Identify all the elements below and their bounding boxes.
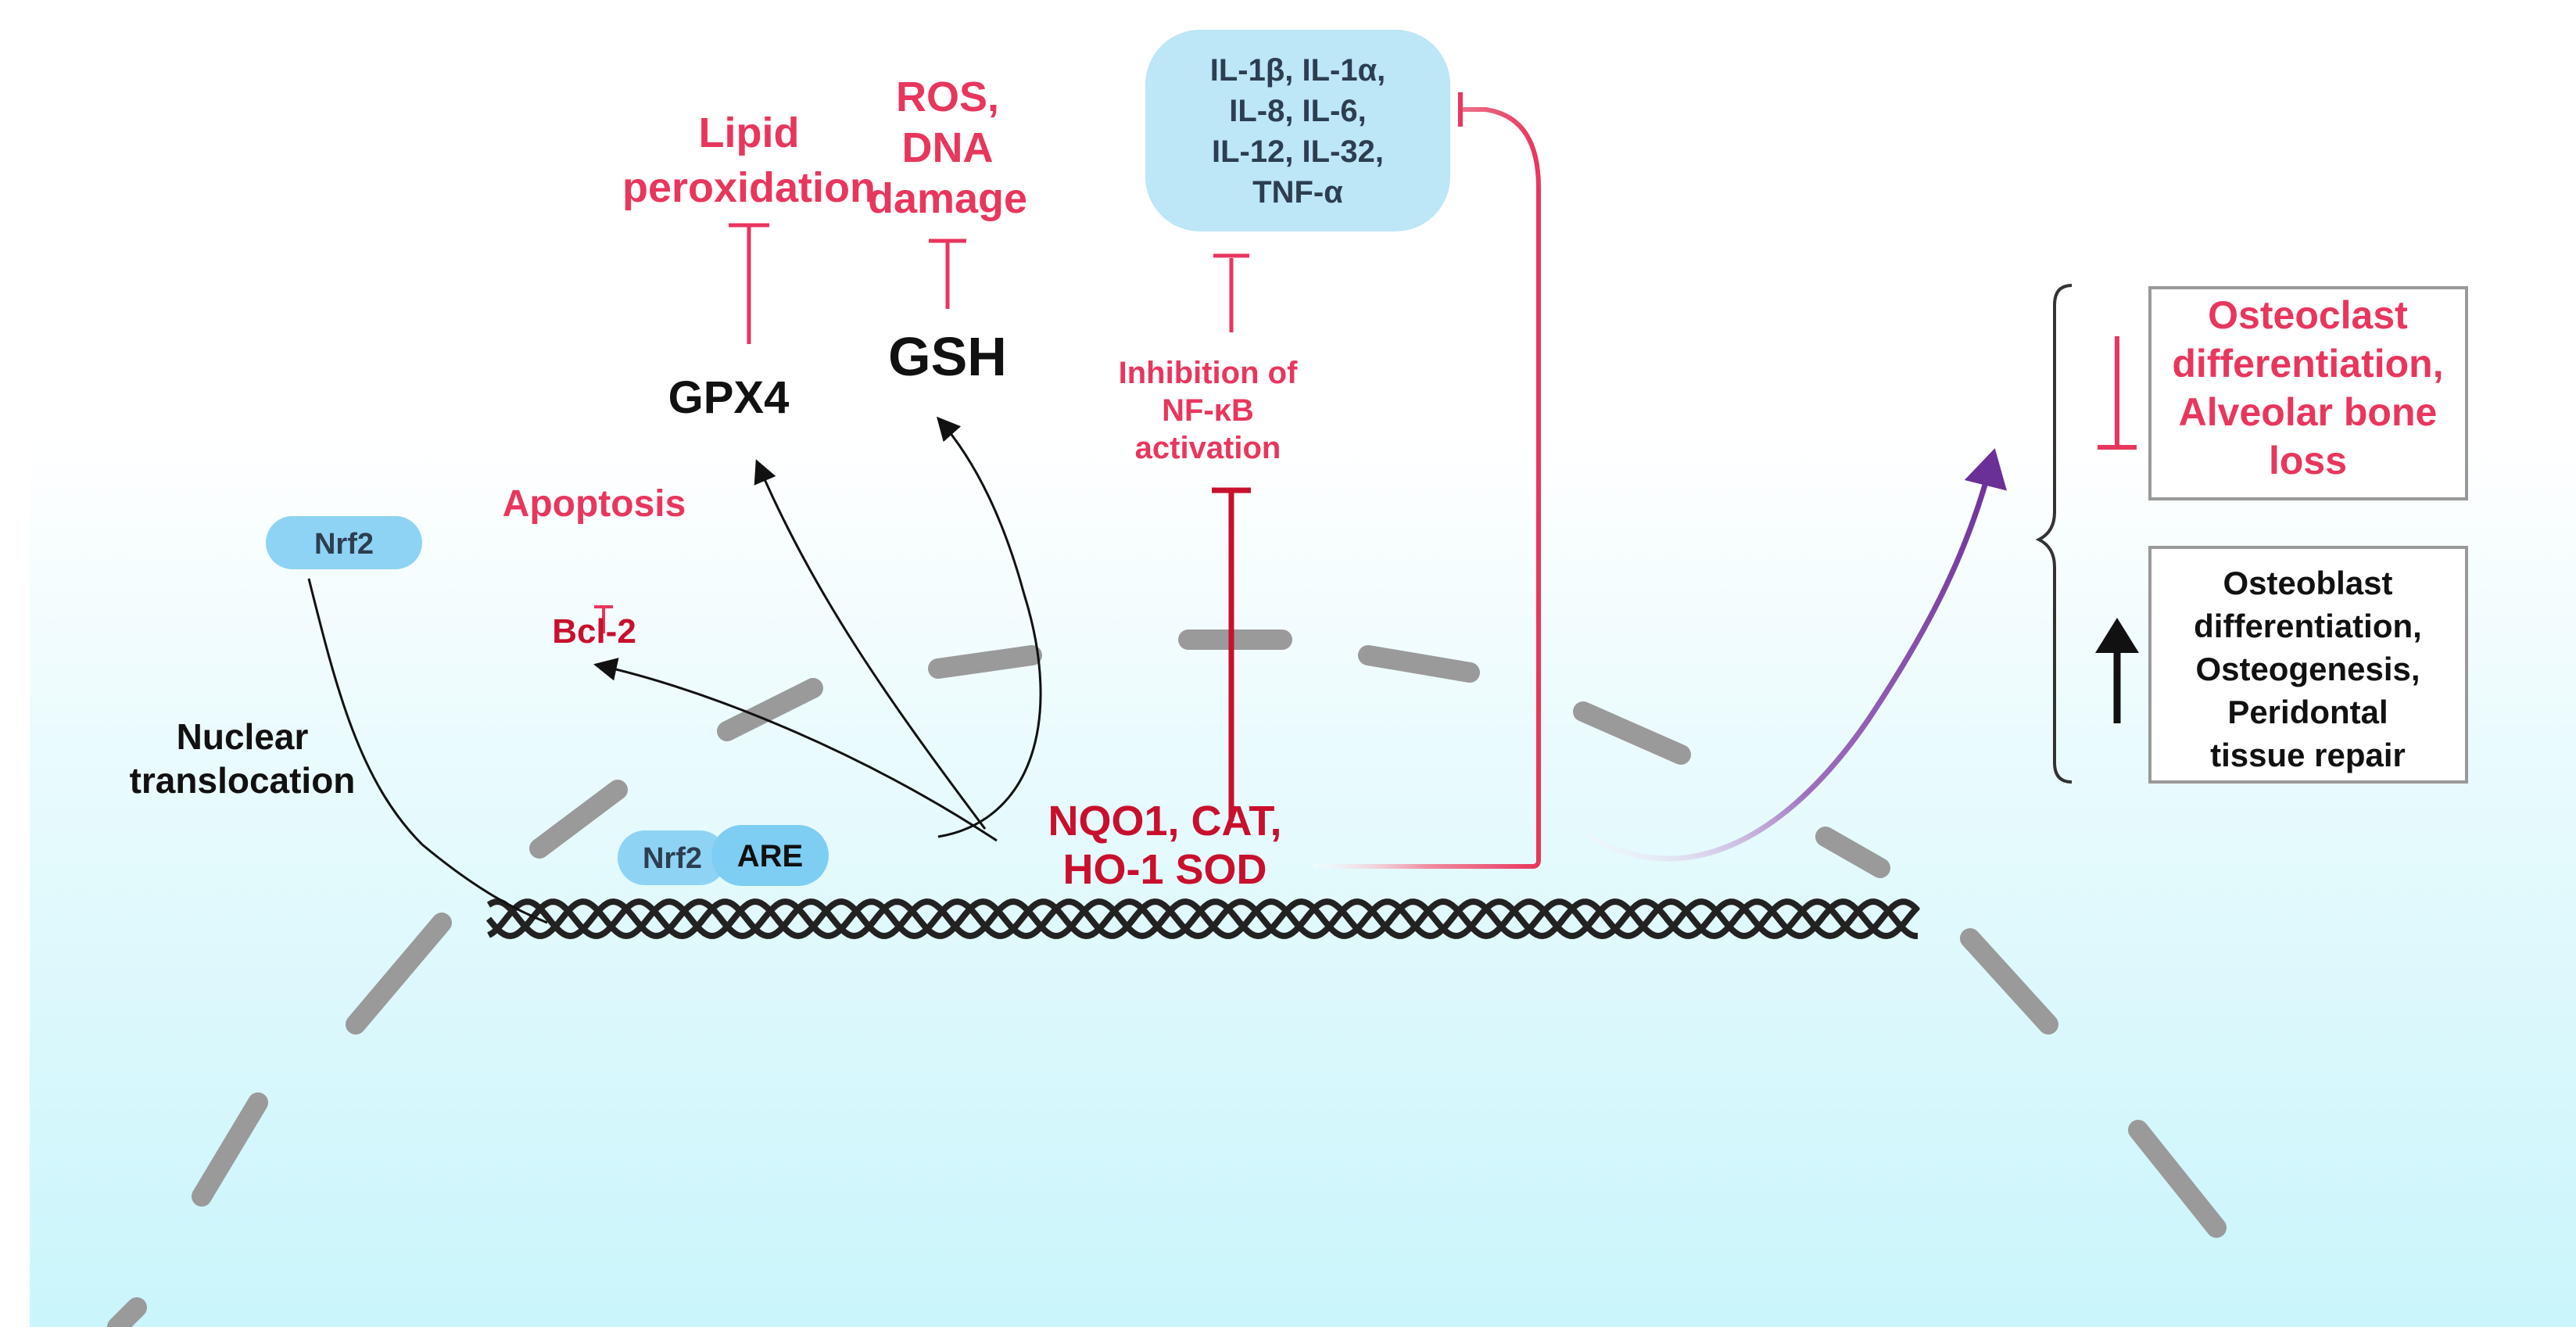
osteoblast-line-1: Osteoblast: [2223, 565, 2392, 601]
nrf2-cytoplasm-label: Nrf2: [314, 528, 374, 561]
osteoblast-line-2: differentiation,: [2194, 608, 2422, 644]
ros-label-2: DNA: [902, 124, 994, 171]
cytokine-line-2: IL-8, IL-6,: [1229, 94, 1367, 128]
nrf2-nucleus-label: Nrf2: [643, 842, 702, 875]
dna-helix: [485, 898, 1920, 940]
cytokine-line-4: TNF-α: [1252, 175, 1343, 210]
lipid-label-2: peroxidation: [622, 164, 876, 211]
gsh-label: GSH: [888, 326, 1007, 387]
osteoclast-line-2: differentiation,: [2172, 342, 2443, 386]
purple-outcome-arrow: [1585, 448, 2007, 862]
gpx4-label: GPX4: [668, 372, 790, 423]
are-pill: [711, 825, 829, 886]
osteoblast-line-3: Osteogenesis,: [2195, 651, 2420, 687]
arrow-to-gpx4: [754, 459, 987, 830]
osteoclast-line-1: Osteoclast: [2208, 293, 2408, 337]
osteoblast-box: [2148, 546, 2468, 784]
arrow-to-bcl2: [593, 658, 998, 842]
genes-label-2: HO-1 SOD: [1062, 846, 1267, 893]
osteoclast-box: [2148, 286, 2468, 500]
cytokine-line-3: IL-12, IL-32,: [1212, 134, 1384, 169]
nfkb-label-2: NF-κB: [1162, 393, 1254, 428]
ros-label-1: ROS,: [896, 74, 999, 120]
nfkb-label-3: activation: [1135, 431, 1281, 465]
osteoblast-line-5: tissue repair: [2210, 737, 2406, 773]
nrf2-nucleus-pill: [618, 830, 727, 885]
osteoblast-line-4: Peridontal: [2227, 694, 2388, 730]
lipid-label-1: Lipid: [699, 109, 800, 156]
nuclear-label-2: translocation: [130, 760, 356, 801]
bcl2-label: Bcl-2: [552, 612, 636, 651]
cytokine-inhibition-line: [1313, 107, 1541, 869]
cytokine-box: [1145, 30, 1450, 231]
osteoclast-line-4: loss: [2269, 439, 2347, 482]
left-margin: [0, 0, 30, 1327]
are-label: ARE: [737, 839, 803, 873]
nuclear-envelope: [107, 629, 2227, 1327]
cytokine-line-1: IL-1β, IL-1α,: [1210, 53, 1386, 88]
nfkb-label-1: Inhibition of: [1119, 356, 1298, 390]
nuclear-translocation-arrow: [307, 578, 548, 924]
nuclear-label-1: Nuclear: [177, 716, 309, 757]
ros-label-3: damage: [868, 175, 1027, 222]
osteoclast-line-3: Alveolar bone: [2179, 390, 2438, 434]
arrow-to-gsh: [937, 416, 1042, 838]
nrf2-cytoplasm-pill: [266, 516, 422, 569]
apoptosis-label: Apoptosis: [503, 483, 686, 525]
genes-label-1: NQO1, CAT,: [1048, 798, 1281, 845]
osteoblast-up-arrow-head: [2095, 618, 2139, 653]
outcome-brace: [2035, 284, 2073, 784]
